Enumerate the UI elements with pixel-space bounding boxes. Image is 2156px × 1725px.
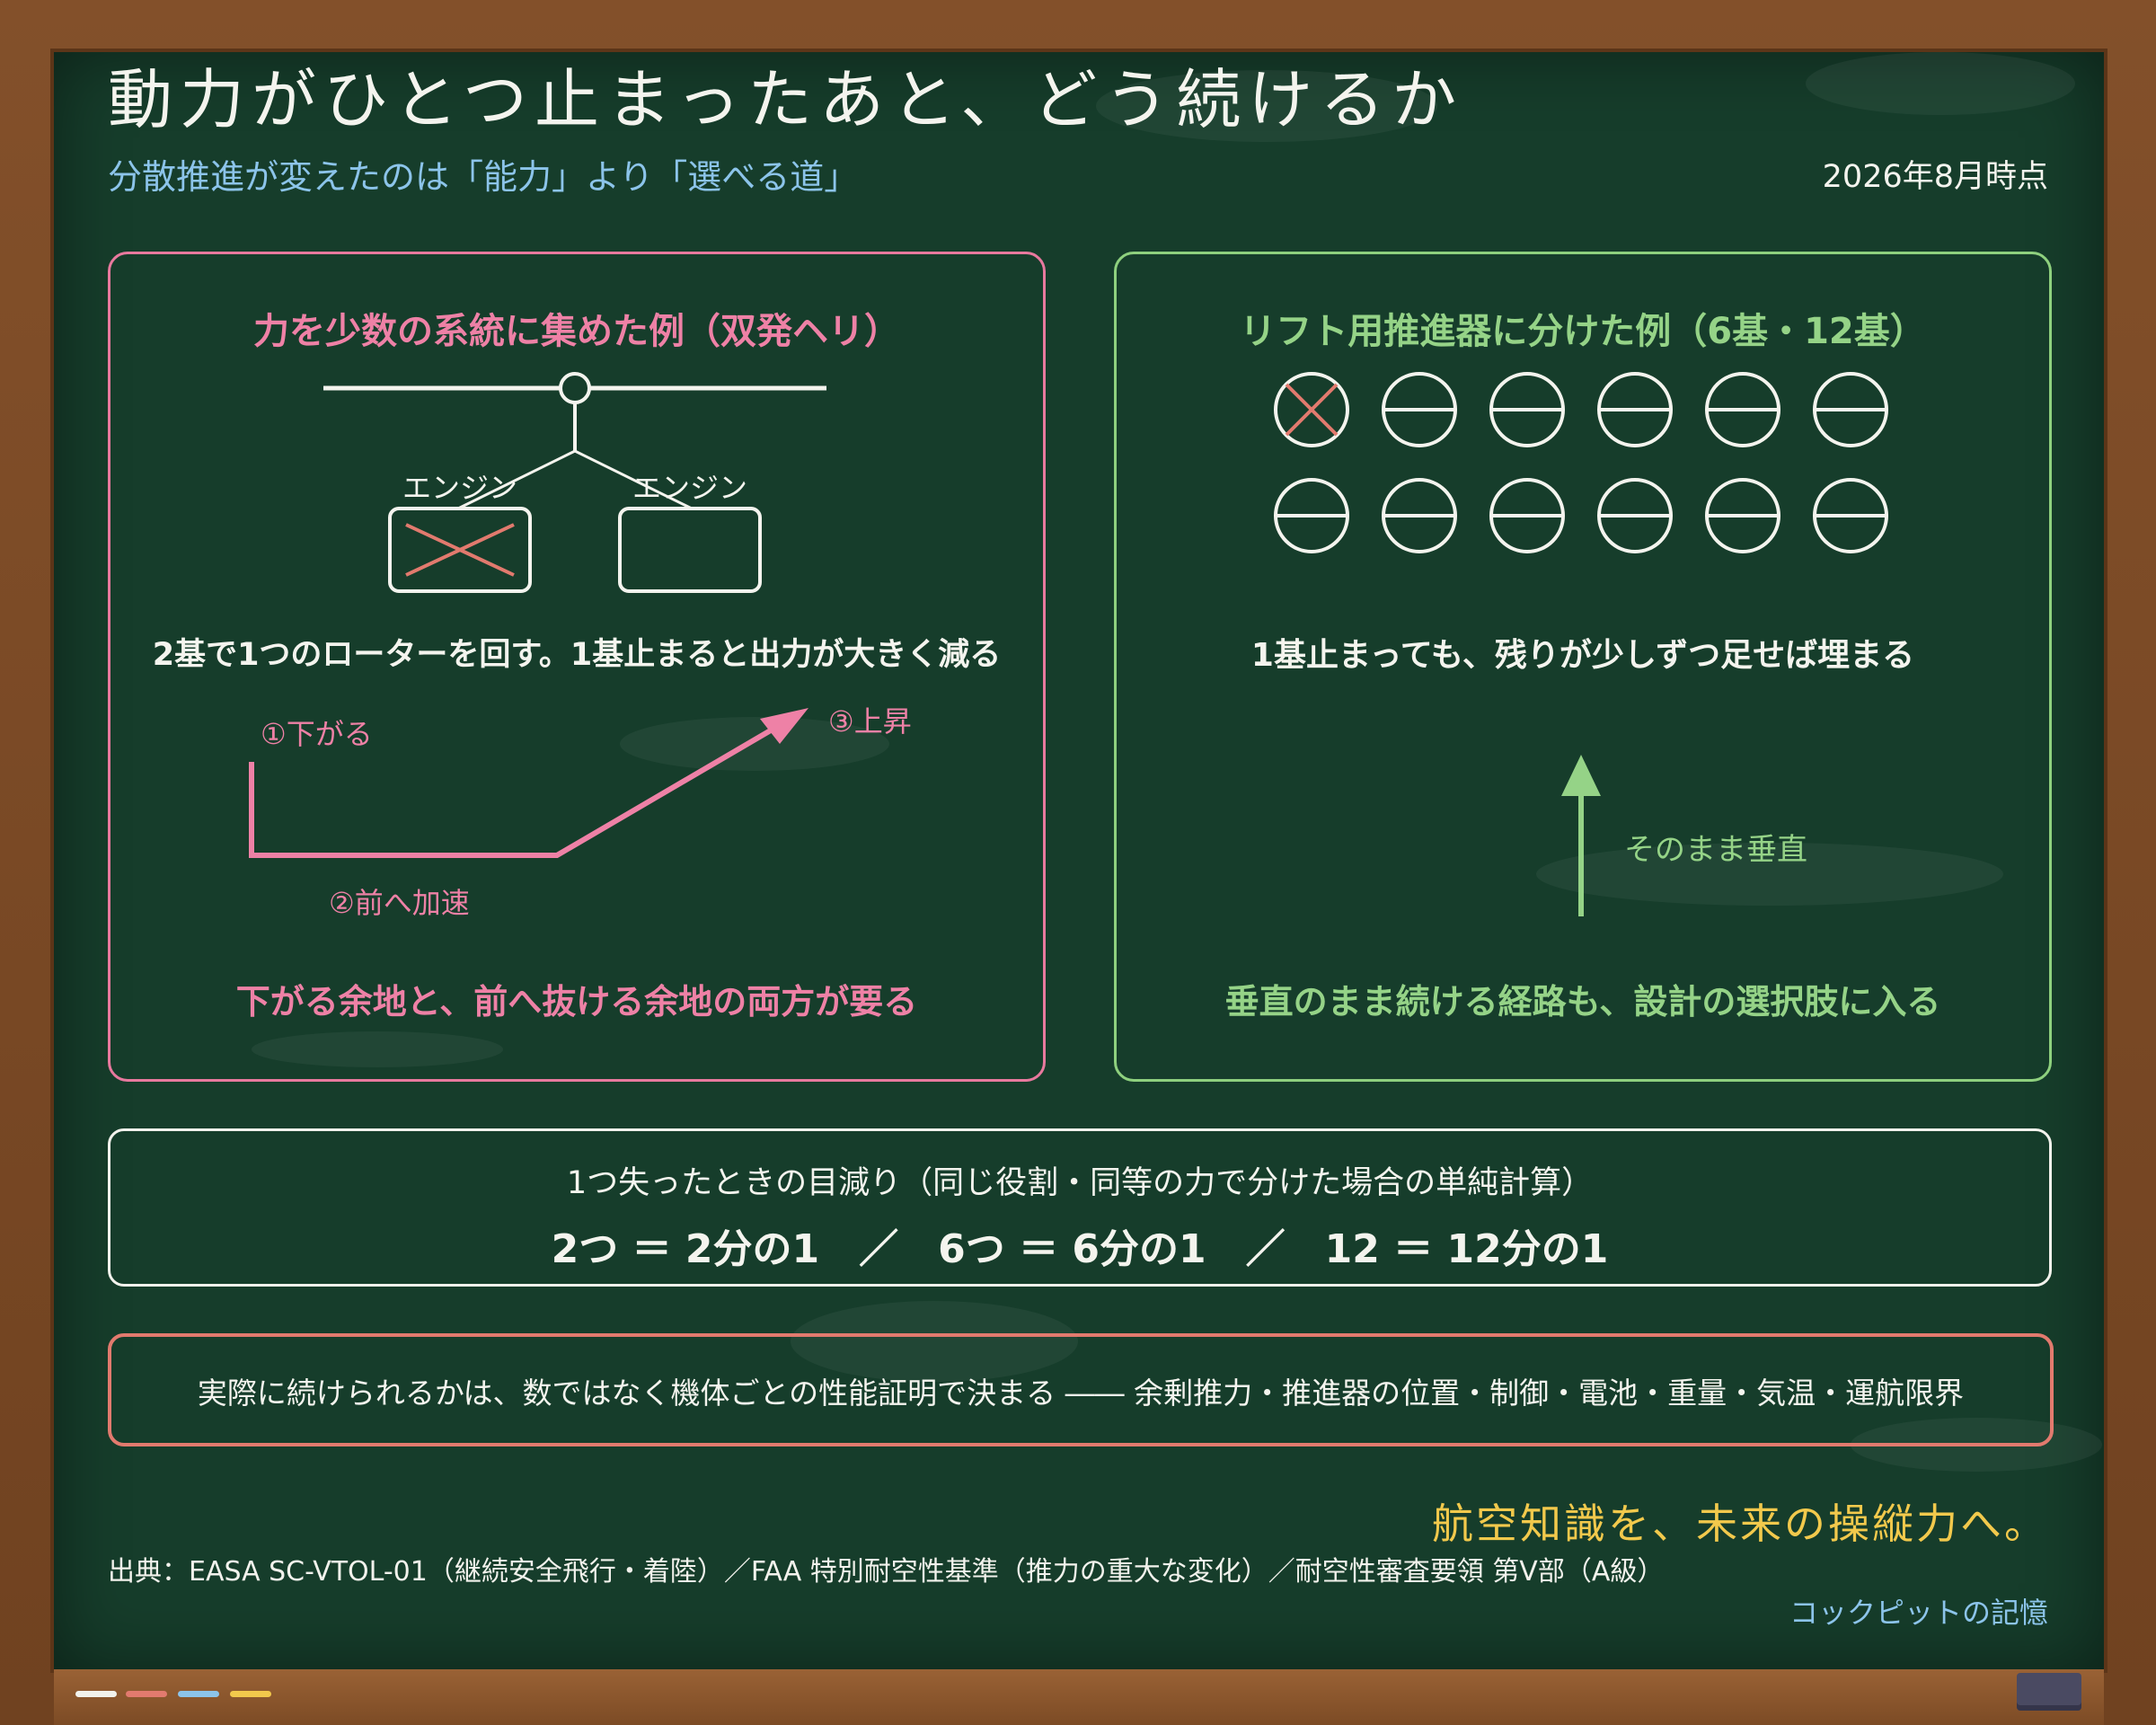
chalk-smudge [791,1301,1078,1382]
eraser-icon [2017,1673,2081,1711]
source-citation: 出典：EASA SC-VTOL-01（継続安全飛行・着陸）／FAA 特別耐空性基… [108,1556,1665,1588]
vertical-arrow-label: そのまま垂直 [1624,832,1807,868]
page-title: 動力がひとつ止まったあと、どう続けるか [108,62,1464,137]
red-chalk-icon [126,1691,167,1697]
loss-calculation-box [108,1128,2052,1287]
certification-note-box [108,1333,2054,1446]
as-of-date: 2026年8月時点 [1822,159,2048,195]
climb-arrowhead-icon [760,708,808,744]
path-label-descend: ①下がる [261,717,373,751]
chalkboard [54,52,2104,1669]
chalk-smudge [1096,70,1437,142]
distributed-lift-panel-title: リフト用推進器に分けた例（6基・12基） [1240,311,1926,352]
loss-calculation-heading: 1つ失ったときの目減り（同じ役割・同等の力で分けた場合の単純計算） [566,1165,1594,1201]
twin-engine-panel-title: 力を少数の系統に集めた例（双発ヘリ） [253,311,900,352]
drive-shaft-left [457,449,576,510]
distributed-lift-description: 1基止まっても、残りが少しずつ足せば埋まる [1250,637,1915,674]
distributed-lift-panel [1114,252,2052,1082]
path-label-accelerate: ②前へ加速 [329,886,470,920]
twin-engine-conclusion: 下がる余地と、前へ抜ける余地の両方が要る [235,982,918,1022]
escape-path-line [249,716,792,858]
path-label-climb: ③上昇 [828,704,912,739]
blue-chalk-icon [178,1691,219,1697]
engine-label-left: エンジン [402,471,518,505]
white-chalk-icon [75,1691,117,1697]
rotor-grid [1274,372,1888,553]
engine-label-right: エンジン [632,471,748,505]
twin-engine-description: 2基で1つのローターを回す。1基止まると出力が大きく減る [152,637,1002,673]
chalk-smudge [1536,843,2003,906]
engine-box-failed [388,507,532,593]
page-subtitle: 分散推進が変えたのは「能力」より「選べる道」 [108,157,859,197]
yellow-chalk-icon [230,1691,271,1697]
twin-engine-panel [108,252,1046,1082]
rotor-hub-icon [559,372,591,404]
brand-name: コックピットの記憶 [1789,1596,2048,1630]
failed-rotor-icon [1274,372,1349,447]
rotor-failed-cross-icon [1285,383,1339,437]
loss-calculation-values: 2つ ＝ 2分の1 ／ 6つ ＝ 6分の1 ／ 12 ＝ 12分の1 [551,1226,1609,1272]
chalk-smudge [1806,52,2075,115]
drive-shaft-right [574,449,693,510]
chalk-tray [54,1669,2104,1725]
tagline: 航空知識を、未来の操縦力へ。 [1432,1499,2048,1548]
engine-box-working [618,507,762,593]
vertical-arrowhead-icon [1561,755,1601,796]
engine-failed-cross-icon [405,523,515,577]
certification-note-text: 実際に続けられるかは、数ではなく機体ごとの性能証明で決まる ―― 余剰推力・推進… [197,1376,1965,1411]
chalk-smudge [252,1031,503,1067]
distributed-lift-conclusion: 垂直のまま続ける経路も、設計の選択肢に入る [1224,982,1941,1022]
chalk-smudge [620,717,889,771]
